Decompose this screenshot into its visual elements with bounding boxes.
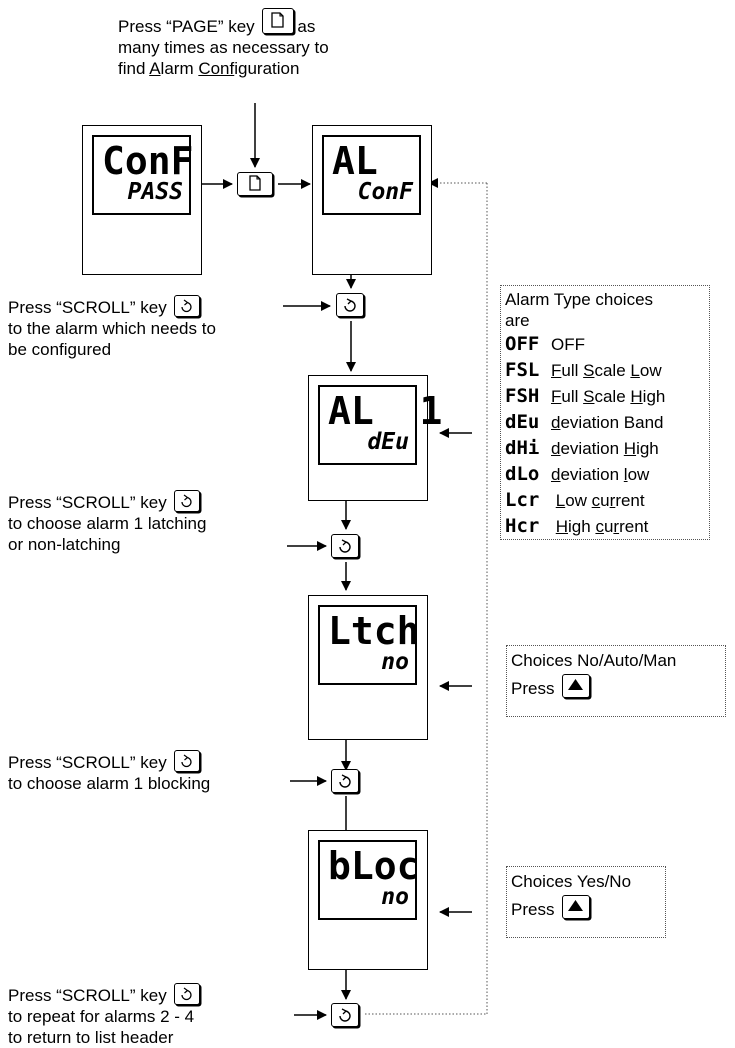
latch-press-label: Press: [511, 679, 555, 698]
up-key-inline: [562, 674, 591, 698]
display-panel-ltch-no: Ltch no: [308, 595, 428, 740]
up-key-inline: [562, 895, 591, 919]
intro-line2: many times as necessary to: [118, 38, 329, 57]
intro-text: Press “PAGE” key as many times as necess…: [118, 8, 329, 79]
scroll-key-button-3[interactable]: [331, 769, 359, 793]
display-top: Ltch: [328, 609, 420, 653]
instruction-scroll-4: Press “SCROLL” key to repeat for alarms …: [8, 983, 203, 1048]
intro-line1-post: as: [297, 17, 316, 36]
instruction-scroll-1: Press “SCROLL” key to the alarm which ne…: [8, 295, 216, 360]
up-arrow-icon: [568, 679, 584, 690]
display-top: ConF: [102, 139, 194, 183]
display-screen: Ltch no: [318, 605, 420, 685]
scroll-key-inline: [174, 750, 201, 772]
scroll-key-button-2[interactable]: [331, 534, 359, 558]
display-top: AL 1: [328, 389, 443, 433]
scroll-key-inline: [174, 490, 201, 512]
display-top: AL: [332, 139, 378, 183]
display-bottom: no: [381, 884, 409, 910]
scroll-key-inline: [174, 295, 201, 317]
display-bottom: PASS: [127, 179, 183, 205]
scroll-icon: [339, 774, 351, 788]
display-panel-al1-deu: AL 1 dEu: [308, 375, 442, 501]
display-screen: bLoc no: [318, 840, 420, 920]
display-panel-al-conf: AL ConF: [312, 125, 432, 275]
intro-line3: find Alarm Configuration: [118, 59, 300, 78]
display-screen: AL ConF: [322, 135, 421, 215]
scroll-icon: [181, 754, 193, 768]
display-bottom: dEu: [367, 429, 409, 455]
display-bottom: no: [381, 649, 409, 675]
latch-choices-box: Choices No/Auto/Man Press: [506, 645, 726, 717]
display-screen: AL 1 dEu: [318, 385, 442, 465]
scroll-icon: [339, 539, 351, 553]
page-key-inline: [262, 8, 295, 34]
alarm-type-item: Lcr Low current: [505, 489, 645, 511]
scroll-icon: [181, 299, 193, 313]
block-choices-text: Choices Yes/No: [511, 872, 632, 891]
instruction-scroll-2: Press “SCROLL” key to choose alarm 1 lat…: [8, 490, 206, 555]
alarm-types-header-1: Alarm Type choices: [505, 290, 654, 309]
block-choices-box: Choices Yes/No Press: [506, 866, 666, 938]
block-press-label: Press: [511, 900, 555, 919]
display-top: bLoc: [328, 844, 420, 888]
scroll-icon: [181, 987, 193, 1001]
intro-line1: Press “PAGE” key: [118, 17, 255, 36]
display-panel-conf-pass: ConF PASS: [82, 125, 202, 275]
scroll-key-button-4[interactable]: [331, 1003, 359, 1027]
scroll-icon: [339, 1008, 351, 1022]
page-icon: [271, 12, 285, 28]
display-bottom: ConF: [357, 179, 413, 205]
instruction-scroll-3: Press “SCROLL” key to choose alarm 1 blo…: [8, 750, 210, 794]
scroll-icon: [181, 494, 193, 508]
scroll-key-button-1[interactable]: [336, 293, 364, 317]
up-arrow-icon: [568, 900, 584, 911]
page-key-button[interactable]: [237, 172, 273, 196]
scroll-key-inline: [174, 983, 201, 1005]
page-icon: [249, 175, 261, 191]
display-panel-bloc-no: bLoc no: [308, 830, 428, 970]
display-screen: ConF PASS: [92, 135, 194, 215]
latch-choices-text: Choices No/Auto/Man: [511, 651, 677, 670]
alarm-types-header-2: are: [505, 311, 530, 330]
scroll-icon: [344, 298, 356, 312]
alarm-type-item: Hcr High current: [505, 515, 649, 537]
